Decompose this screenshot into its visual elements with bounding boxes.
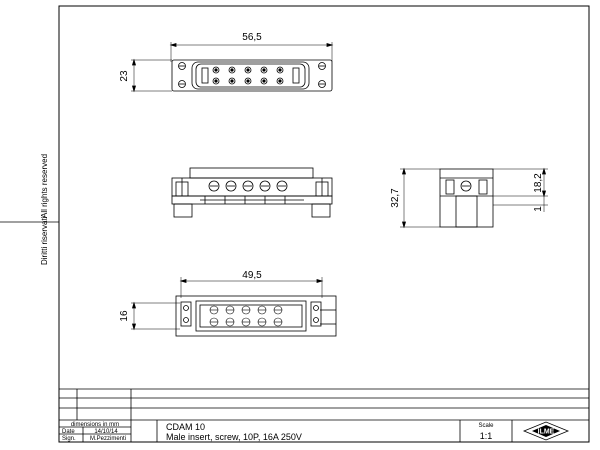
scale-label: Scale — [478, 423, 494, 429]
date-value: 14/10/14 — [94, 429, 118, 435]
units-note: dimensions in mm — [71, 422, 119, 428]
logo-text: ILME — [538, 429, 555, 436]
ilme-logo: ILME — [522, 421, 570, 441]
date-label: Date — [62, 429, 75, 435]
side-view — [400, 167, 548, 229]
dim-top-height: 23 — [119, 70, 130, 82]
front-view — [171, 167, 333, 218]
side-text-left: Diritti riservati — [40, 216, 49, 265]
top-view — [131, 42, 334, 93]
drawing-frame — [58, 5, 590, 443]
scale-value: 1:1 — [480, 431, 493, 441]
dim-side-upper: 18,2 — [533, 173, 544, 193]
part-name: CDAM 10 — [166, 422, 205, 432]
sign-label: Sign. — [62, 436, 76, 442]
side-text-right: All rights reserved — [40, 154, 49, 218]
title-block — [59, 388, 589, 442]
dim-side-lower: 1 — [533, 206, 544, 212]
sign-value: M.Pezzimenti — [90, 436, 126, 442]
part-description: Male insert, screw, 10P, 16A 250V — [166, 432, 302, 442]
dim-side-height: 32,7 — [390, 188, 401, 208]
bottom-view — [131, 277, 337, 337]
dim-top-width: 56,5 — [242, 32, 262, 43]
dim-bottom-height: 16 — [119, 310, 130, 322]
dim-bottom-width: 49,5 — [242, 270, 262, 281]
